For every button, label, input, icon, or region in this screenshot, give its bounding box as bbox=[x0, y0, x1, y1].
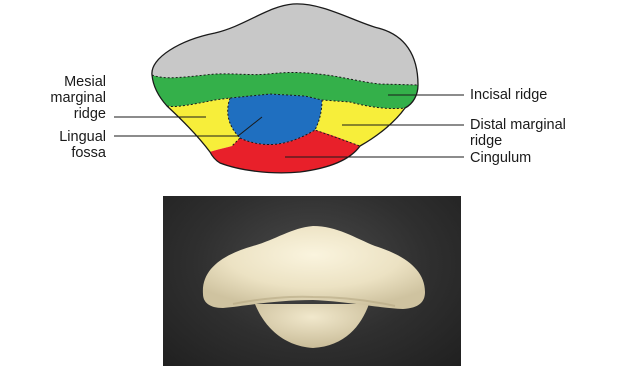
tooth-photo-cingulum bbox=[255, 304, 369, 348]
label-lingual-fossa: Lingual fossa bbox=[30, 129, 106, 161]
label-distal-marginal-ridge: Distal marginal ridge bbox=[470, 117, 566, 149]
label-mesial-marginal-ridge: Mesial marginal ridge bbox=[30, 74, 106, 122]
label-line: fossa bbox=[30, 145, 106, 161]
label-line: Incisal ridge bbox=[470, 87, 547, 103]
label-line: ridge bbox=[30, 106, 106, 122]
label-line: Cingulum bbox=[470, 150, 531, 166]
label-cingulum: Cingulum bbox=[470, 150, 531, 166]
tooth-photo-drawing bbox=[163, 196, 461, 366]
label-line: marginal bbox=[30, 90, 106, 106]
label-line: Lingual bbox=[30, 129, 106, 145]
label-line: Mesial bbox=[30, 74, 106, 90]
label-line: ridge bbox=[470, 133, 566, 149]
label-line: Distal marginal bbox=[470, 117, 566, 133]
tooth-photograph bbox=[163, 196, 461, 366]
label-incisal-ridge: Incisal ridge bbox=[470, 87, 547, 103]
